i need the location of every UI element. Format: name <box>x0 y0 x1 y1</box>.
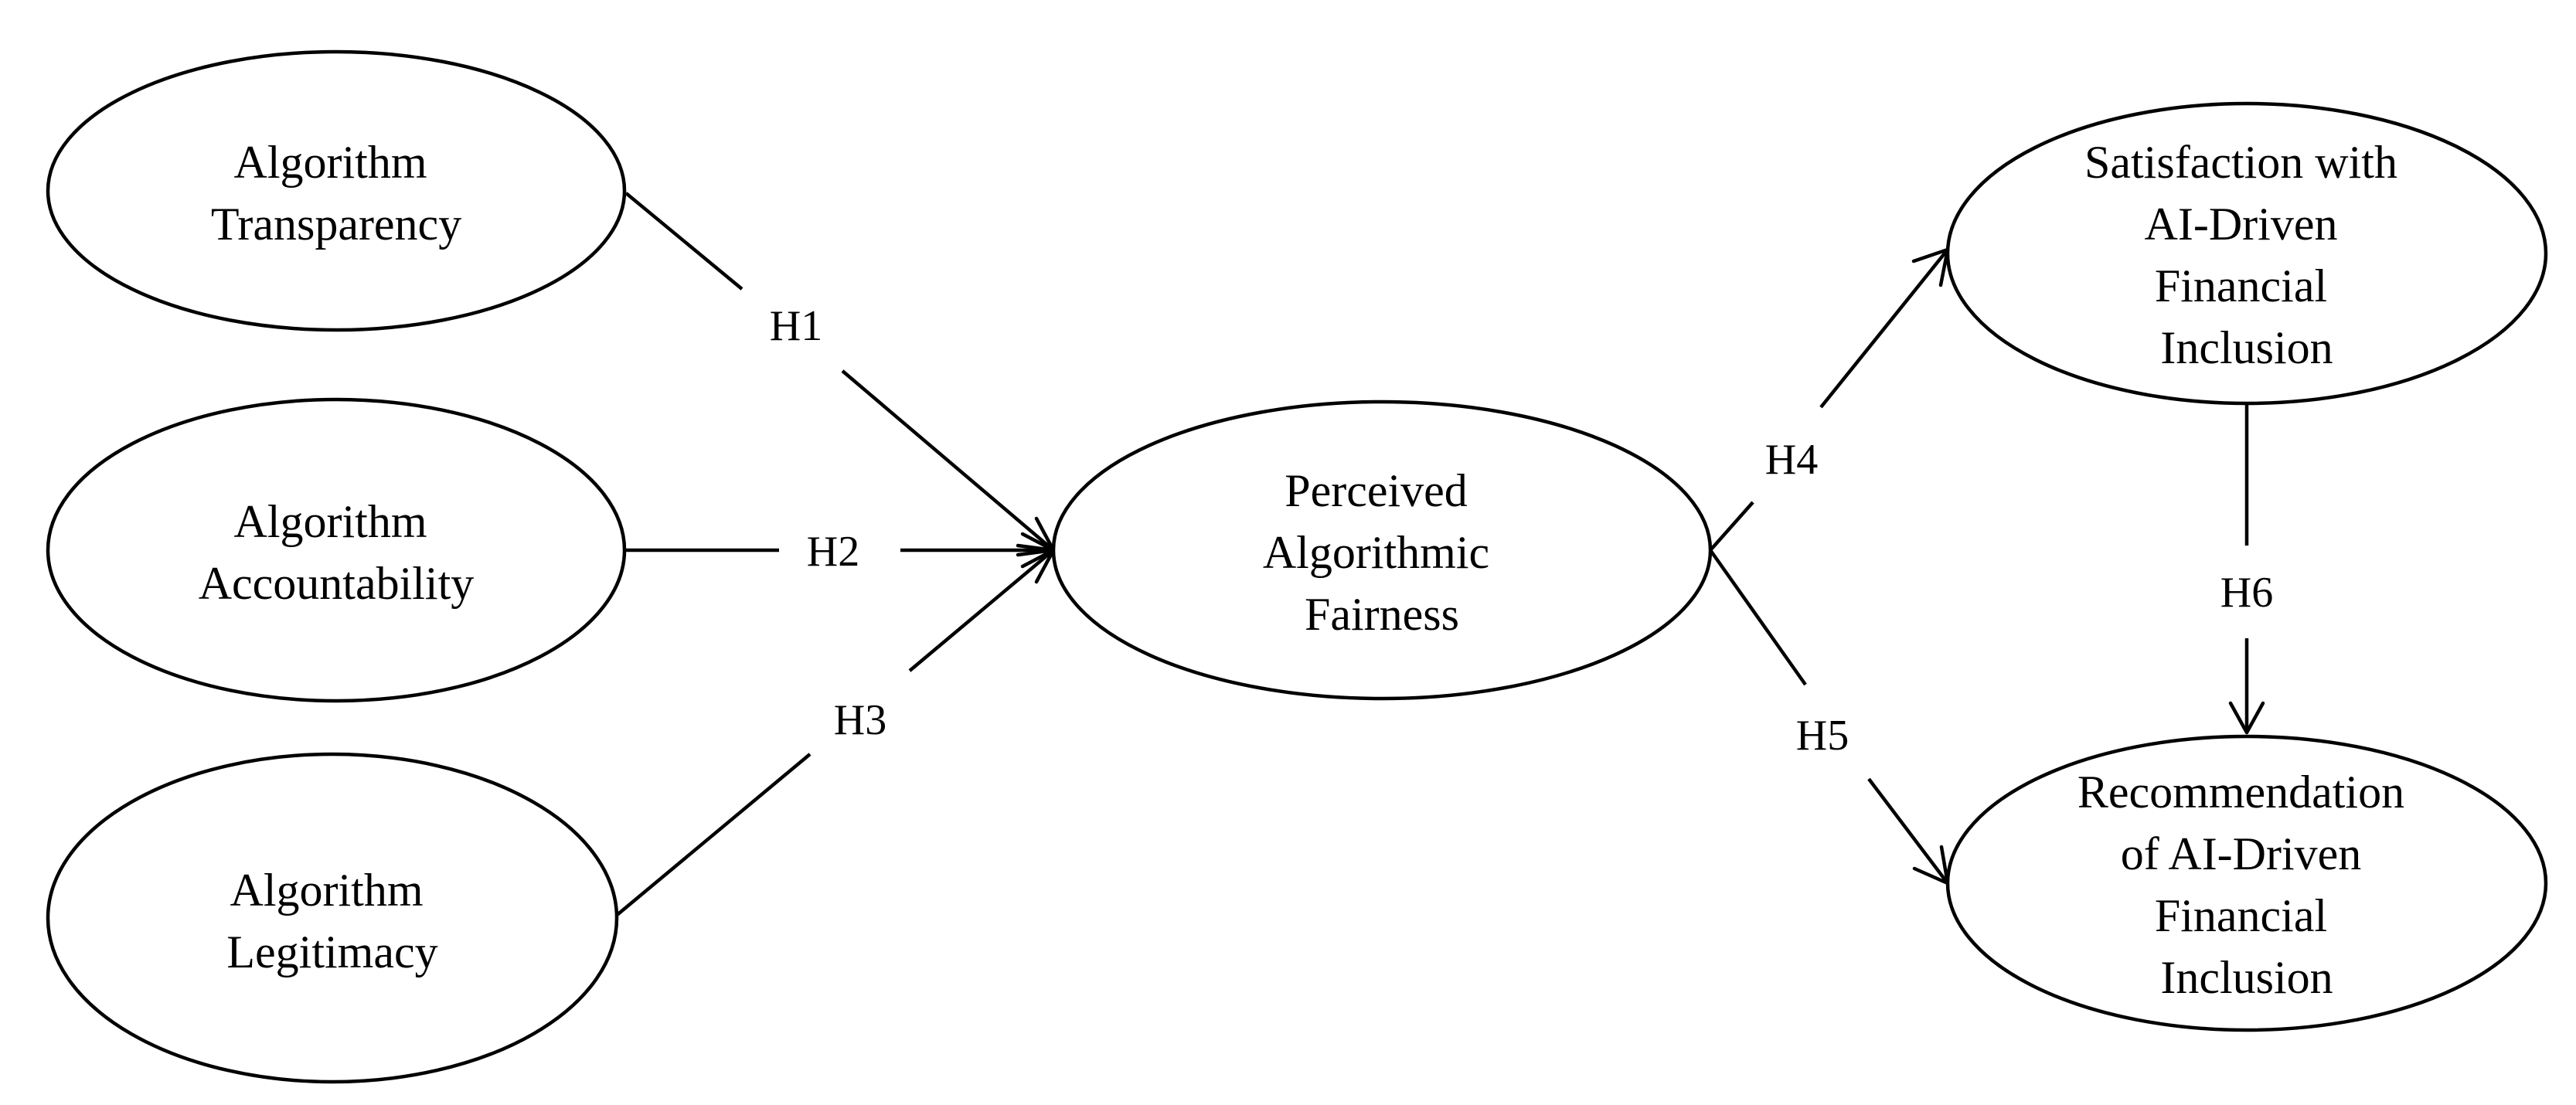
svg-text:Perceived Algorithmic: Perceived Algorithmic Fairness <box>1263 465 1501 640</box>
node-recommendation: Recommendation of AI-Driven Financial In… <box>1945 734 2548 1032</box>
node-label-line: AI-Driven <box>2145 199 2338 250</box>
node-algorithm-legitimacy: Algorithm Legitimacy <box>46 752 619 1084</box>
node-label-line: Algorithmic <box>1263 527 1489 578</box>
edge-h2: H2 <box>624 528 1056 576</box>
node-label-line: Legitimacy <box>226 926 437 978</box>
node-label-line: Accountability <box>199 558 475 609</box>
edge-h4: H4 <box>1709 247 1950 552</box>
svg-text:Algorithm Transparency: Algorithm Transparency <box>211 137 461 250</box>
edge-h3: H3 <box>614 548 1056 918</box>
svg-text:Satisfaction with AI-Dri: Satisfaction with AI-Driven Financial In… <box>2084 137 2409 373</box>
node-label-line: Satisfaction with <box>2084 137 2397 188</box>
node-label-line: Inclusion <box>2160 322 2333 373</box>
svg-text:Recommendation of AI-Dri: Recommendation of AI-Driven Financial In… <box>2077 767 2416 1003</box>
edge-label-h1: H1 <box>770 302 822 350</box>
node-label-line: Algorithm <box>230 865 424 916</box>
node-perceived-algorithmic-fairness: Perceived Algorithmic Fairness <box>1051 400 1713 701</box>
node-label-line: Financial <box>2155 890 2327 941</box>
edge-label-h6: H6 <box>2220 569 2273 617</box>
node-label-line: Inclusion <box>2160 952 2333 1003</box>
node-algorithm-accountability: Algorithm Accountability <box>46 397 627 703</box>
edge-label-h3: H3 <box>834 696 886 744</box>
edge-label-h4: H4 <box>1765 436 1818 484</box>
node-label-line: Perceived <box>1285 465 1468 516</box>
node-label-line: Fairness <box>1305 589 1459 640</box>
edge-h6: H6 <box>2220 403 2273 735</box>
svg-text:Algorithm Legitimacy: Algorithm Legitimacy <box>226 865 437 978</box>
edge-label-h5: H5 <box>1796 712 1849 760</box>
node-label-line: of AI-Driven <box>2121 828 2362 879</box>
edge-h1: H1 <box>624 192 1056 552</box>
node-label-line: Financial <box>2155 260 2327 311</box>
edge-label-h2: H2 <box>807 528 859 576</box>
node-satisfaction: Satisfaction with AI-Driven Financial In… <box>1945 101 2548 406</box>
node-label-line: Algorithm <box>234 496 427 547</box>
node-algorithm-transparency: Algorithm Transparency <box>46 49 627 332</box>
node-label-line: Recommendation <box>2077 767 2404 818</box>
node-label-line: Algorithm <box>234 137 427 188</box>
edge-h5: H5 <box>1709 549 1950 886</box>
node-label-line: Transparency <box>211 199 461 250</box>
svg-text:Algorithm Accountability: Algorithm Accountability <box>199 496 475 609</box>
